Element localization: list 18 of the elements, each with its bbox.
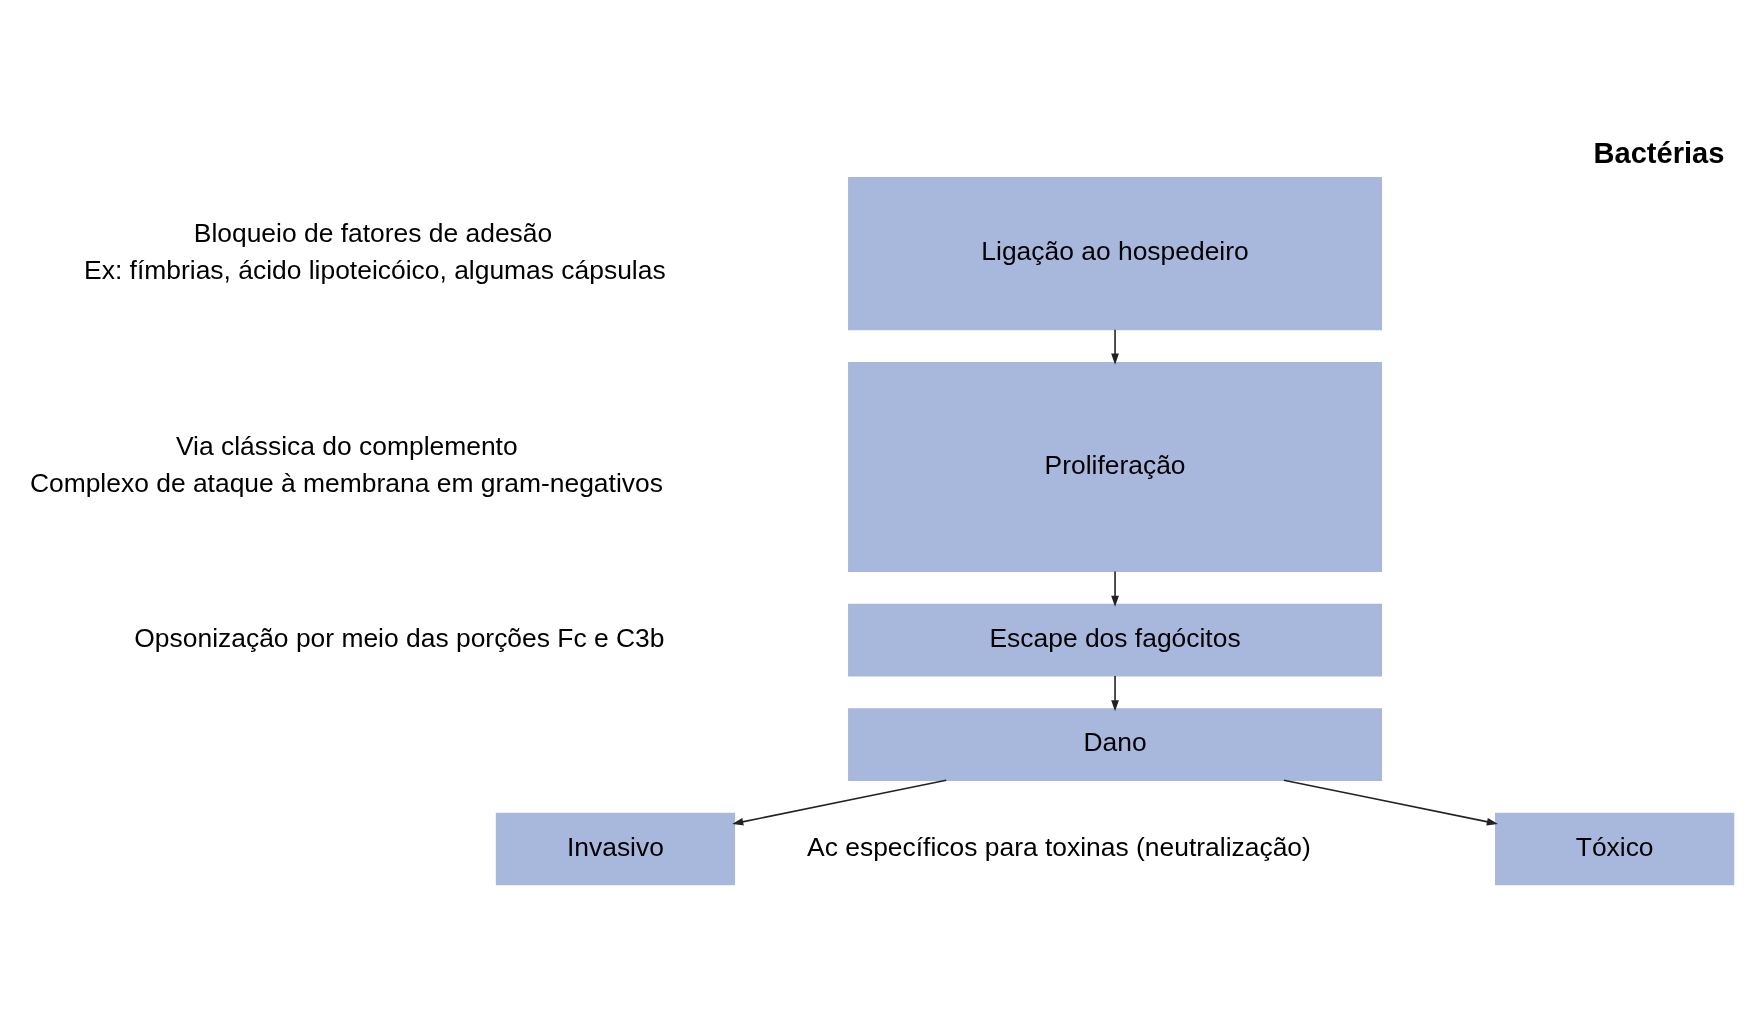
diagram-title: Bactérias [1593, 136, 1725, 169]
label: Ac específicos para toxinas (neutralização) [807, 831, 1311, 862]
label: Via clássica do complemento [175, 431, 518, 462]
node-box: Ligação ao hospedeiro [848, 176, 1383, 331]
node-box: Invasivo [495, 812, 736, 886]
arrow [1111, 675, 1119, 712]
node-box: Dano [848, 708, 1383, 781]
node-box: Escape dos fagócitos [848, 603, 1383, 677]
label: Ex: fímbrias, ácido lipoteicóico, algumas cápsulas [84, 254, 666, 285]
node-box: Proliferação [848, 361, 1383, 573]
node-box: Tóxico [1495, 812, 1735, 886]
arrow [1111, 570, 1119, 607]
label: Bloqueio de fatores de adesão [193, 217, 553, 248]
label: Complexo de ataque à membrana em gram-negativos [29, 468, 663, 499]
label: Opsonização por meio das porções Fc e C3b [134, 622, 665, 653]
arrow [1111, 329, 1119, 365]
arrow [1283, 779, 1498, 826]
arrow [732, 779, 948, 826]
